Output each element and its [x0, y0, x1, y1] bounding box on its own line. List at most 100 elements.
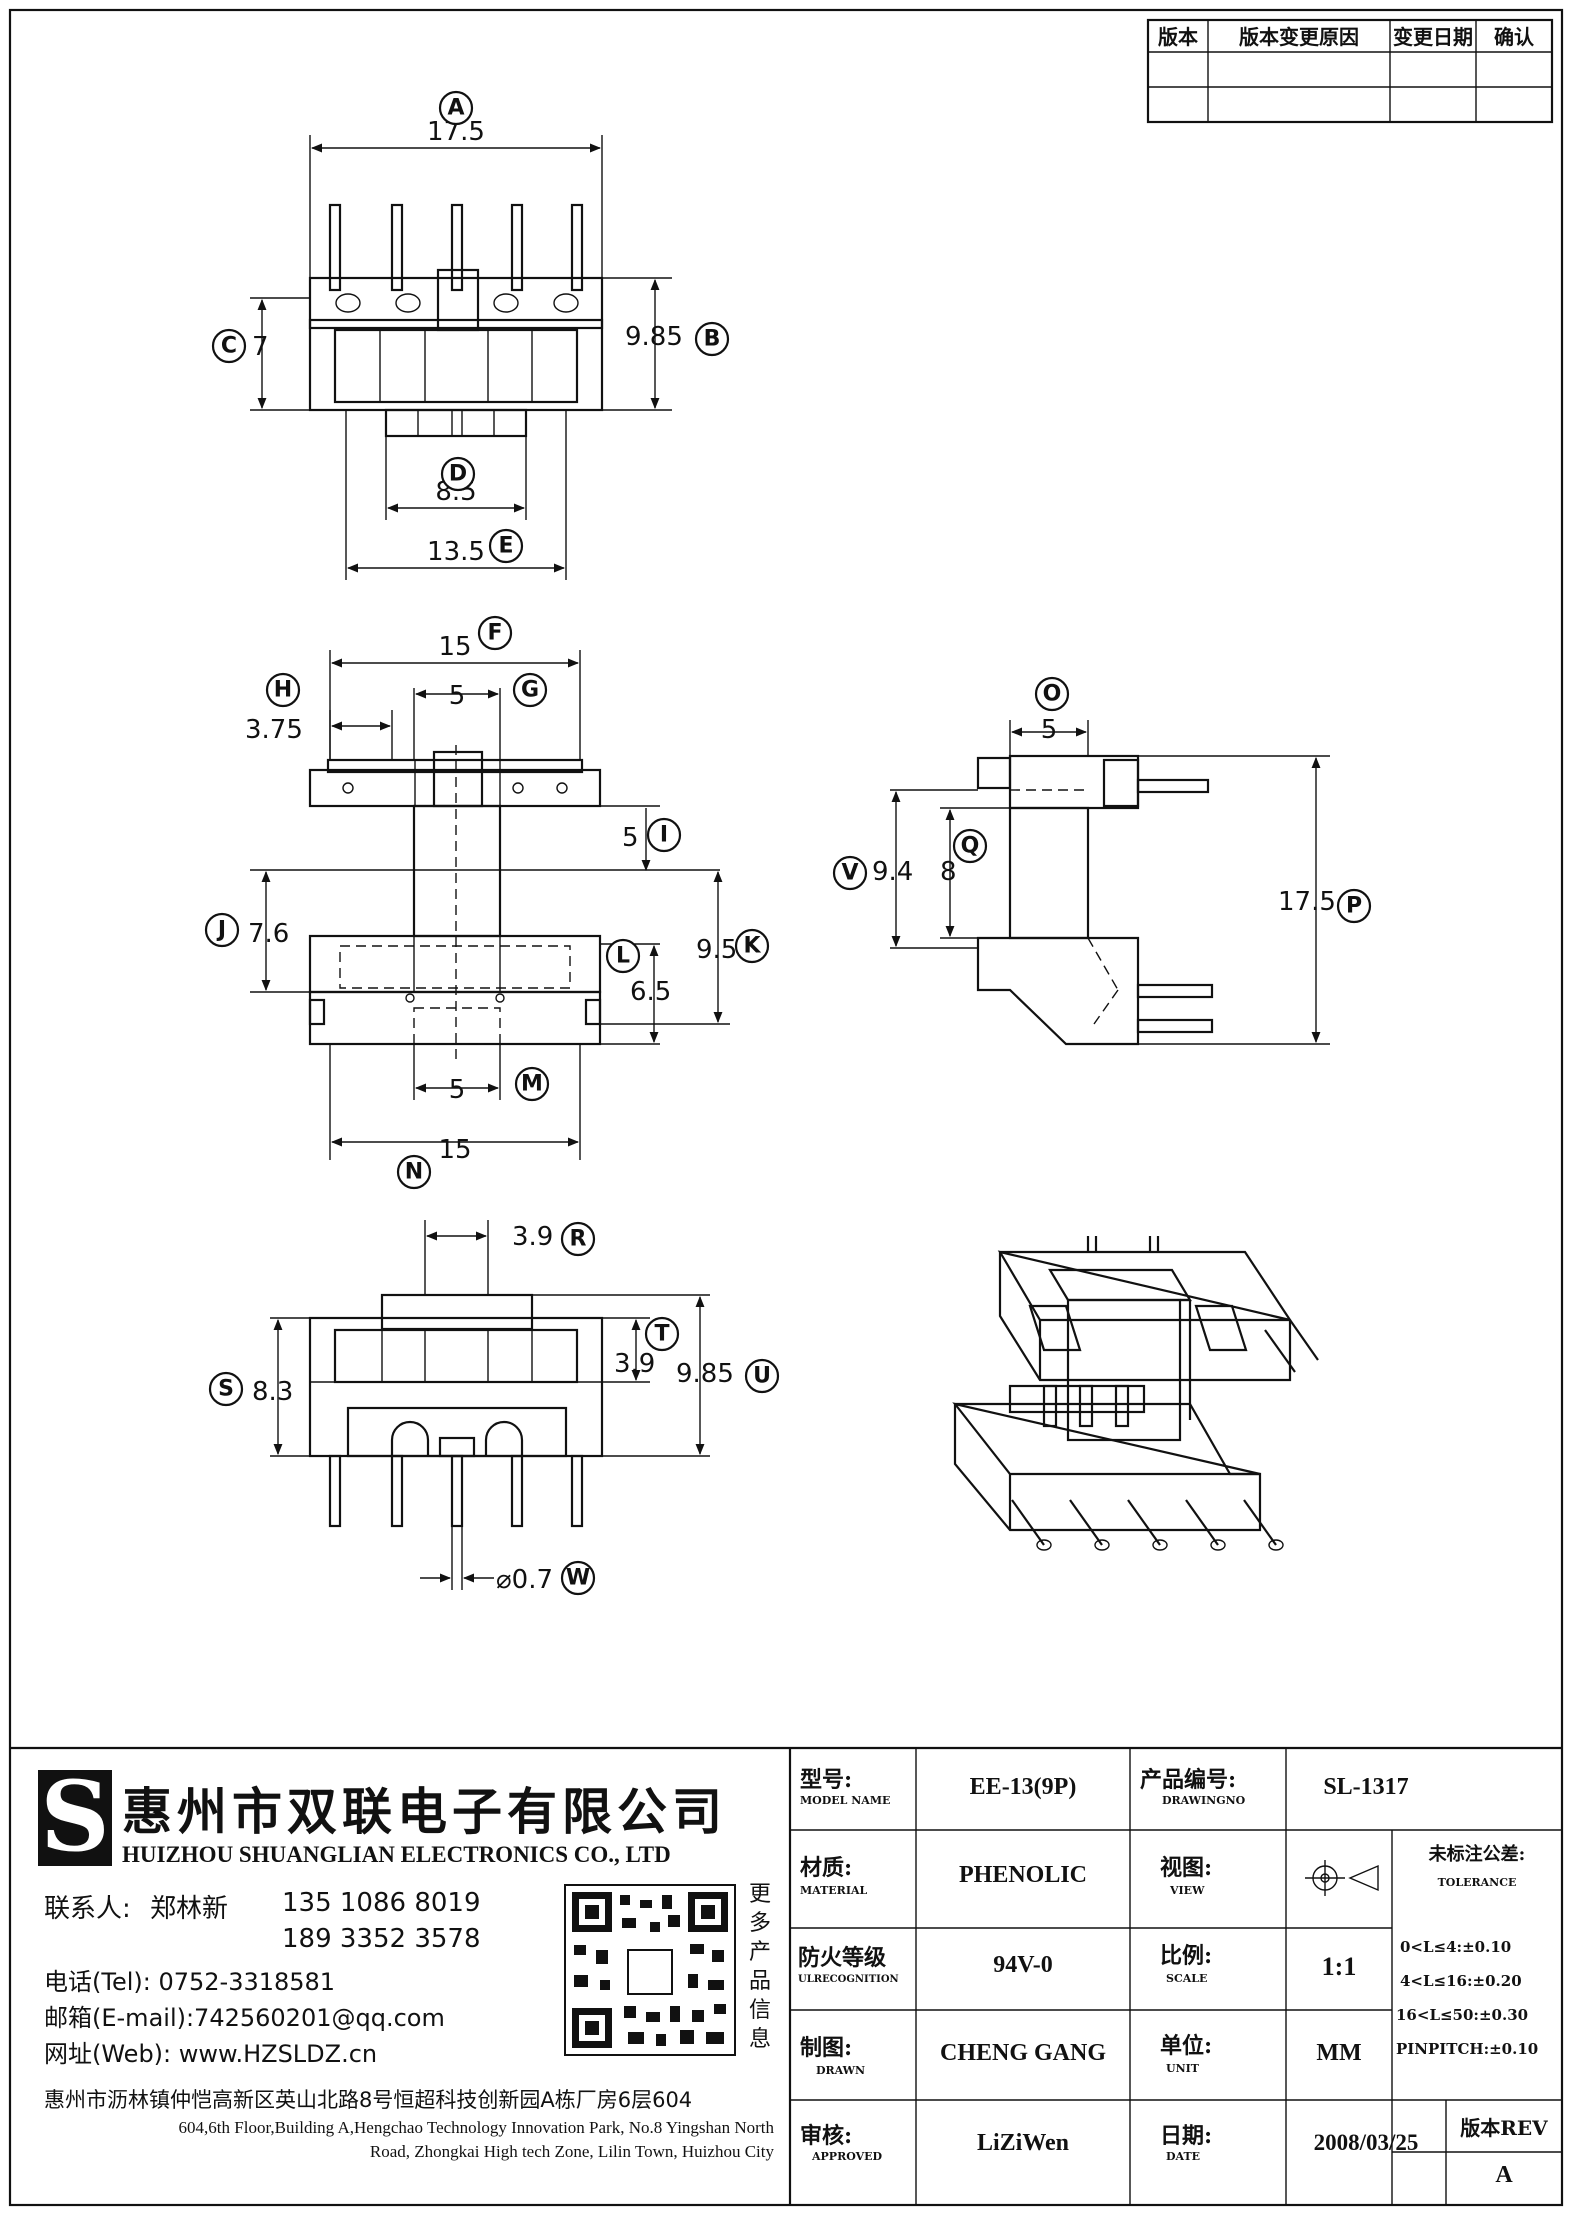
title-block — [10, 1746, 1562, 2205]
address-cn: 惠州市沥林镇仲恺高新区英山北路8号恒超科技创新园A栋厂房6层604 — [44, 2088, 693, 2112]
model-value: EE-13(9P) — [969, 1774, 1077, 1800]
logo-letter: S — [40, 1760, 109, 1873]
dim-M-value: 5 — [449, 1075, 466, 1105]
unit-label: 单位: — [1160, 2033, 1213, 2059]
bubble-Q: Q — [961, 834, 980, 859]
bubble-C: C — [221, 334, 237, 359]
drawingno-value: SL-1317 — [1323, 1774, 1409, 1800]
unit-value: MM — [1316, 2040, 1362, 2066]
top-view-dims: 17.5 9.85 7 8.5 13.5 — [250, 117, 683, 580]
bubble-B: B — [704, 327, 721, 352]
qr-code — [564, 1884, 736, 2056]
date-label-en: DATE — [1166, 2150, 1201, 2163]
address-en-1: 604,6th Floor,Building A,Hengchao Techno… — [178, 2118, 774, 2137]
material-label-en: MATERIAL — [800, 1884, 868, 1897]
fire-value: 94V-0 — [993, 1952, 1053, 1978]
front-view — [308, 745, 602, 1060]
dim-V-value: 9.4 — [872, 857, 913, 887]
contact-name: 郑林新 — [150, 1894, 229, 1924]
side-view — [976, 754, 1214, 1046]
email: 邮箱(E-mail):742560201@qq.com — [44, 2004, 445, 2032]
date-label: 日期: — [1160, 2123, 1213, 2149]
dim-Q-value: 8 — [940, 857, 957, 887]
dim-B-value: 9.85 — [625, 322, 683, 352]
dim-R-value: 3.9 — [512, 1222, 553, 1252]
tolerance-label: 未标注公差: — [1428, 1844, 1526, 1865]
fire-label-en: ULRECOGNITION — [798, 1974, 899, 1985]
dim-J-value: 7.6 — [248, 919, 289, 949]
dim-O-value: 5 — [1041, 715, 1058, 745]
bottom-view-dims: 3.9 8.3 3.9 9.85 ⌀0.7 — [252, 1220, 734, 1595]
bubble-O: O — [1043, 682, 1062, 707]
rev-header-reason: 版本变更原因 — [1239, 25, 1359, 49]
bubble-D: D — [449, 462, 467, 487]
dim-H-value: 3.75 — [245, 715, 303, 745]
drawn-label-en: DRAWN — [816, 2064, 866, 2077]
model-label: 型号: — [800, 1767, 853, 1793]
dim-E-value: 13.5 — [427, 537, 485, 567]
address-en-2: Road, Zhongkai High tech Zone, Lilin Tow… — [369, 2142, 774, 2161]
bubble-T: T — [654, 1322, 669, 1347]
bubble-E: E — [498, 534, 513, 559]
bubble-M: M — [521, 1072, 543, 1097]
view-label: 视图: — [1160, 1855, 1213, 1881]
bubble-L: L — [616, 944, 630, 969]
drawingno-label: 产品编号: — [1140, 1767, 1237, 1793]
dim-G-value: 5 — [449, 681, 466, 711]
company-logo: S — [38, 1760, 112, 1873]
dim-T-value: 3.9 — [614, 1349, 655, 1379]
bubble-R: R — [570, 1227, 587, 1252]
bubble-U: U — [753, 1364, 771, 1389]
model-label-en: MODEL NAME — [800, 1794, 891, 1807]
phone-1: 135 1086 8019 — [282, 1888, 481, 1918]
bubble-G: G — [521, 678, 539, 703]
rev-value: A — [1495, 2162, 1513, 2188]
drawn-value: CHENG GANG — [939, 2040, 1106, 2066]
dim-C-value: 7 — [252, 332, 269, 362]
revision-table: 版本 版本变更原因 变更日期 确认 — [1146, 18, 1554, 124]
bubble-F: F — [487, 621, 502, 646]
fire-label: 防火等级 — [798, 1945, 887, 1971]
top-view — [308, 203, 604, 438]
drawingno-label-en: DRAWINGNO — [1162, 1794, 1246, 1807]
rev-header-version: 版本 — [1158, 25, 1198, 49]
isometric-view — [952, 1236, 1319, 1551]
scale-value: 1:1 — [1321, 1952, 1357, 1981]
tolerance-line-4: PINPITCH:±0.10 — [1396, 2040, 1539, 2058]
scale-label-en: SCALE — [1166, 1972, 1208, 1985]
bubble-V: V — [841, 861, 858, 886]
tolerance-label-en: TOLERANCE — [1437, 1876, 1517, 1889]
drawn-label: 制图: — [800, 2035, 853, 2061]
bubble-N: N — [405, 1160, 423, 1185]
bubble-W: W — [566, 1566, 590, 1591]
drawing-frame — [8, 8, 1564, 2207]
bubble-J: J — [216, 918, 226, 943]
dim-I-value: 5 — [622, 823, 639, 853]
material-label: 材质: — [800, 1855, 853, 1881]
date-value: 2008/03/25 — [1313, 2130, 1419, 2155]
company-name-cn: 惠州市双联电子有限公司 — [122, 1782, 727, 1841]
dim-K-value: 9.5 — [696, 935, 737, 965]
dim-L-value: 6.5 — [630, 977, 671, 1007]
bubble-I: I — [660, 823, 668, 848]
unit-label-en: UNIT — [1166, 2062, 1199, 2075]
tolerance-line-3: 16<L≤50:±0.30 — [1396, 2006, 1529, 2024]
dim-W-value: ⌀0.7 — [496, 1565, 553, 1595]
front-view-dims: 15 5 3.75 5 7.6 9.5 6.5 5 15 — [245, 632, 737, 1165]
label-bubbles: A B C D E F G H I J K L M N O P Q R S T … — [204, 90, 1372, 1596]
dim-N-value: 15 — [438, 1135, 471, 1165]
scale-label: 比例: — [1160, 1943, 1213, 1969]
contact-label: 联系人: — [44, 1894, 131, 1924]
dim-U-value: 9.85 — [676, 1359, 734, 1389]
rev-label: 版本REV — [1460, 2116, 1548, 2140]
rev-header-date: 变更日期 — [1393, 25, 1473, 49]
website: 网址(Web): www.HZSLDZ.cn — [44, 2040, 378, 2068]
bubble-S: S — [218, 1377, 234, 1402]
approved-value: LiZiWen — [976, 2130, 1070, 2156]
projection-symbol — [1305, 1860, 1379, 1896]
bubble-P: P — [1346, 894, 1362, 919]
material-value: PHENOLIC — [958, 1862, 1087, 1888]
company-name-en: HUIZHOU SHUANGLIAN ELECTRONICS CO., LTD — [122, 1842, 671, 1867]
side-view-dims: 5 17.5 8 9.4 — [872, 715, 1336, 1045]
